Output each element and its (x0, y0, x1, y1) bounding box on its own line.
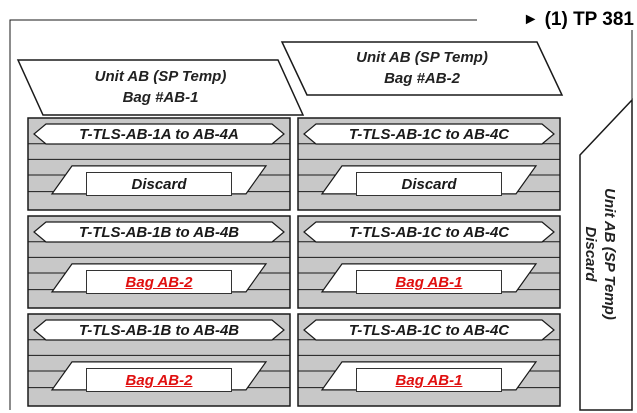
side-label-line2: Discard (582, 226, 599, 282)
bay-title-strip (303, 221, 555, 243)
top-right-label-line1: Unit AB (SP Temp) (356, 49, 488, 66)
top-right-label-line2: Bag #AB-2 (384, 70, 460, 87)
bay-title-strip (33, 319, 285, 341)
callout-text: (1) TP 381 (544, 9, 634, 30)
bay-title: T-TLS-AB-1C to AB-4C (348, 321, 510, 339)
bay-title-strip (303, 319, 555, 341)
bay-destination-bag: Bag AB-1 (356, 368, 502, 392)
top-left-label-line2: Bag #AB-1 (122, 89, 199, 106)
bay-title-strip (33, 123, 285, 145)
bay-title: T-TLS-AB-1B to AB-4B (78, 223, 240, 241)
top-right-label-shape (280, 41, 564, 96)
top-right-label: Unit AB (SP Temp) Bag #AB-2 (292, 44, 552, 92)
bay-title-strip (33, 221, 285, 243)
bay-title: T-TLS-AB-1C to AB-4C (348, 125, 510, 143)
top-left-label-shape (16, 59, 305, 116)
bay-title: T-TLS-AB-1B to AB-4B (78, 321, 240, 339)
outer-frame (9, 19, 477, 410)
top-left-label: Unit AB (SP Temp) Bag #AB-1 (28, 64, 293, 110)
side-label: Unit AB (SP Temp) Discard (576, 154, 624, 354)
bay-destination-bag: Bag AB-1 (356, 270, 502, 294)
side-label-line1: Unit AB (SP Temp) (601, 188, 618, 320)
bay-title: T-TLS-AB-1C to AB-4C (348, 223, 510, 241)
bay-destination-bag: Bag AB-2 (86, 368, 232, 392)
top-left-label-line1: Unit AB (SP Temp) (94, 68, 227, 85)
arrow-right-icon: ► (522, 11, 539, 28)
bay-destination-bag: Bag AB-2 (86, 270, 232, 294)
bay-title-strip (303, 123, 555, 145)
bays-layer (27, 117, 561, 407)
bay-destination-discard: Discard (86, 172, 232, 196)
side-label-shape (579, 98, 633, 411)
bay-title: T-TLS-AB-1A to AB-4A (79, 125, 239, 143)
bay-destination-discard: Discard (356, 172, 502, 196)
callout-tp381: ► (1) TP 381 (478, 8, 634, 32)
